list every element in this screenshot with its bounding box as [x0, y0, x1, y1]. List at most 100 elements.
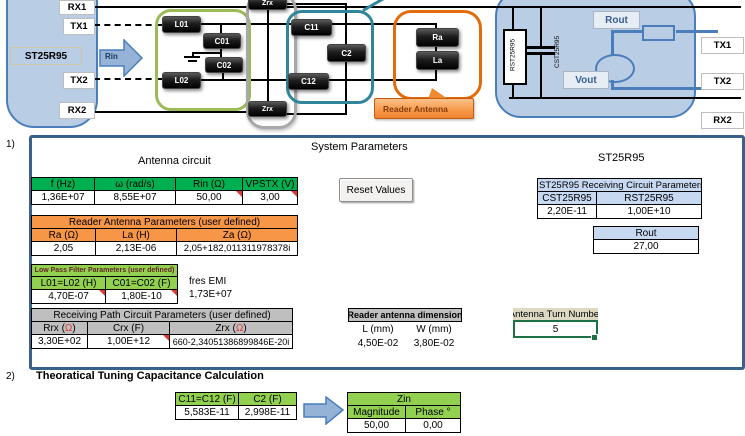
- rout-table: Rout 27,00: [593, 226, 699, 254]
- reset-values-button[interactable]: Reset Values: [339, 178, 413, 202]
- port-label: TX2: [70, 75, 88, 86]
- value-cell[interactable]: 2,20E-11: [537, 204, 597, 219]
- component-la: La: [416, 51, 459, 70]
- component-label: C02: [216, 60, 232, 70]
- value-cell[interactable]: 2,13E-06: [95, 241, 177, 256]
- value-cell-with-comment[interactable]: 1,80E-10: [104, 289, 179, 304]
- wire: [94, 111, 269, 113]
- st25r95-column-title: ST25R95: [598, 152, 645, 164]
- fill-handle[interactable]: [591, 334, 598, 341]
- component-label: L02: [174, 76, 189, 85]
- component-l02: L02: [162, 72, 201, 89]
- callout-tail: [428, 88, 448, 99]
- wire: [94, 24, 162, 26]
- value-cell[interactable]: 2,998E-11: [238, 405, 297, 420]
- value-cell[interactable]: 5,583E-11: [175, 405, 239, 420]
- value-cell-with-comment[interactable]: 4,70E-07: [31, 289, 106, 304]
- component-label: C2: [341, 48, 352, 58]
- wire: [222, 71, 224, 80]
- st25r95-receiving-table: ST25R95 Receiving Circuit Parameters CST…: [536, 178, 703, 219]
- table-title-cell: Receiving Path Circuit Parameters (user …: [30, 308, 294, 322]
- header-cell: CST25R95: [537, 191, 597, 205]
- component-label: Ra: [432, 33, 443, 42]
- value-cell[interactable]: 27,00: [593, 239, 699, 254]
- chip-port-rx1: RX1: [59, 0, 95, 15]
- dimension-table-title: Reader antenna dimension: [348, 308, 462, 322]
- header-text: Antenna Turn Number: [513, 308, 598, 320]
- receiver-port-tx2: TX2: [701, 73, 744, 90]
- header-cell: VPSTX (V): [242, 177, 298, 191]
- dim-header-w: W (mm): [416, 324, 452, 335]
- value-cell-with-comment[interactable]: 3,00: [242, 190, 298, 205]
- value-cell[interactable]: 0,00: [405, 418, 461, 433]
- title-text: Reader antenna dimension: [348, 310, 462, 320]
- value-cell[interactable]: 2,05: [31, 241, 96, 256]
- value-cell[interactable]: 2,05+182,011311978378i: [175, 241, 299, 256]
- wire: [676, 30, 718, 33]
- capacitor-icon: [527, 46, 555, 49]
- port-label: TX1: [70, 21, 88, 32]
- value-cell-with-comment[interactable]: 1,00E+12: [87, 334, 170, 349]
- wire: [94, 6, 741, 8]
- header-cell: C01=C02 (F): [104, 276, 179, 290]
- component-label: C11: [304, 23, 319, 32]
- header-cell: Crx (F): [87, 321, 170, 335]
- rin-arrow-icon: [99, 39, 144, 77]
- capacitor-icon: [527, 52, 555, 55]
- component-zrx-bottom: Zrx: [248, 101, 287, 117]
- value-cell[interactable]: 1,00E+10: [595, 204, 703, 219]
- header-cell: La (H): [95, 228, 177, 242]
- value-cell[interactable]: 8,55E+07: [94, 190, 176, 205]
- component-label: L01: [174, 20, 189, 29]
- turn-number-selected-cell[interactable]: 5: [513, 320, 598, 338]
- section2-title: Theoratical Tuning Capacitance Calculati…: [36, 370, 264, 382]
- value-cell[interactable]: 660-2,34051386899846E-20i: [168, 334, 294, 349]
- header-cell: C11=C12 (F): [175, 392, 239, 406]
- value-cell-with-comment[interactable]: 50,00: [175, 190, 243, 205]
- component-c2: C2: [327, 44, 366, 62]
- zin-table: Zin Magnitude Phase ° 50,00 0,00: [347, 392, 461, 433]
- section1-border: [29, 135, 745, 370]
- header-text: ): [72, 322, 76, 334]
- component-c01: C01: [203, 33, 241, 49]
- value-cell[interactable]: 3,30E+02: [31, 334, 88, 349]
- component-c02: C02: [205, 57, 243, 73]
- dim-header-l: L (mm): [362, 324, 394, 335]
- wire: [220, 46, 222, 59]
- receiver-port-rx2: RX2: [701, 112, 744, 129]
- dim-value-w[interactable]: 3,80E-02: [413, 338, 455, 349]
- wire: [435, 67, 437, 80]
- component-label: Zrx: [262, 105, 273, 113]
- component-zrx-top: Zrx: [248, 0, 287, 10]
- value-cell[interactable]: 1,36E+07: [31, 190, 95, 205]
- port-label: TX2: [713, 76, 732, 87]
- chip-title-text: ST25R95: [24, 50, 68, 62]
- wire: [435, 44, 437, 52]
- component-label: Zrx: [262, 0, 273, 7]
- wire: [220, 24, 222, 34]
- header-text: Zrx (: [215, 322, 236, 334]
- header-cell: Rout: [593, 226, 699, 240]
- dim-value-l[interactable]: 4,50E-02: [357, 338, 399, 349]
- rout-label: Rout: [593, 11, 640, 29]
- chip-port-rx2: RX2: [59, 102, 95, 119]
- matching-network-box: [286, 10, 374, 104]
- component-c11: C11: [291, 19, 332, 36]
- header-cell: Rrx (Ω): [31, 321, 88, 335]
- component-c12: C12: [288, 73, 329, 90]
- vout-label: Vout: [563, 71, 609, 89]
- header-cell: L01=L02 (H): [31, 276, 106, 290]
- header-cell: Phase °: [405, 405, 461, 419]
- ground-icon: [184, 56, 200, 58]
- header-cell: Zrx (Ω): [168, 321, 294, 335]
- callout-label: Reader Antenna: [383, 103, 448, 114]
- tuning-capacitance-table: C11=C12 (F) C2 (F) 5,583E-11 2,998E-11: [175, 392, 297, 420]
- section1-index: 1): [6, 139, 15, 150]
- resistor-icon: [642, 25, 675, 41]
- receiving-path-table: Receiving Path Circuit Parameters (user …: [30, 308, 294, 349]
- button-label: Reset Values: [346, 184, 406, 196]
- header-text: ): [243, 322, 247, 334]
- header-text: Rrx (: [43, 322, 65, 334]
- value-cell[interactable]: 50,00: [347, 418, 406, 433]
